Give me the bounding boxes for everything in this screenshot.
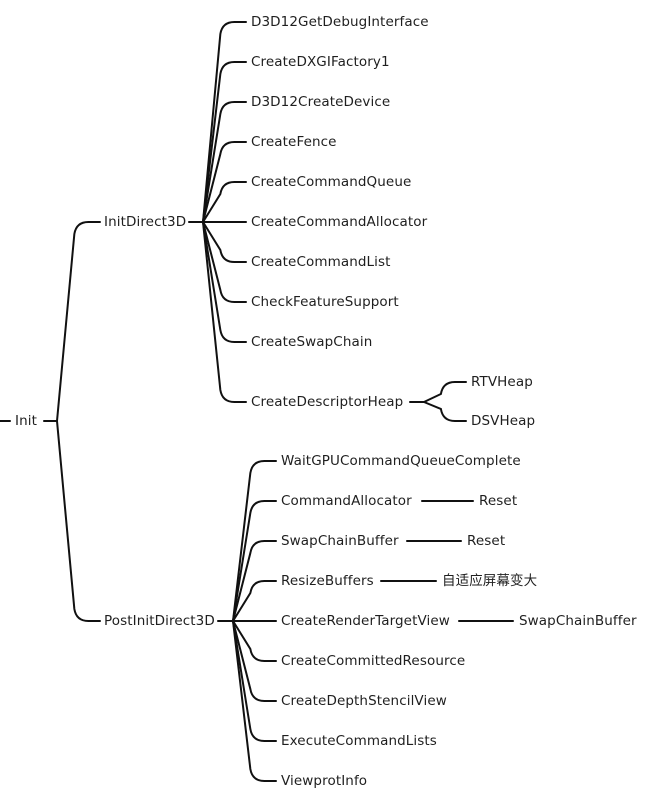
edge-initdirect3d-child-1 [202, 61, 247, 223]
node-d3d12getdebuginterface[interactable]: D3D12GetDebugInterface [251, 14, 429, 30]
edge-initdirect3d-child-6 [202, 221, 247, 263]
node-dsvheap[interactable]: DSVHeap [471, 413, 536, 429]
node-createrendertargetview[interactable]: CreateRenderTargetView [281, 613, 450, 629]
node-createdxgifactory1[interactable]: CreateDXGIFactory1 [251, 54, 390, 70]
node-commandallocator-reset[interactable]: Reset [479, 493, 518, 509]
node-createfence[interactable]: CreateFence [251, 134, 337, 150]
edge-postinit-child-0 [232, 460, 277, 622]
edge-postinit-child-3 [232, 580, 277, 622]
edge-descriptorheap-dsvheap [423, 401, 467, 422]
edge-initdirect3d-child-4 [202, 181, 247, 223]
edge-postinit-child-5 [232, 620, 277, 662]
node-viewprotinfo[interactable]: ViewprotInfo [281, 773, 368, 789]
edge-postinit-child-8 [232, 620, 277, 782]
edge-root-initdirect3d [56, 221, 101, 422]
node-resizebuffers[interactable]: ResizeBuffers [281, 573, 374, 589]
node-createcommandallocator[interactable]: CreateCommandAllocator [251, 214, 428, 230]
node-swapchainbuffer-reset[interactable]: Reset [467, 533, 506, 549]
node-createcommandqueue[interactable]: CreateCommandQueue [251, 174, 412, 190]
edge-initdirect3d-child-2 [202, 101, 247, 223]
node-rtv-swapchainbuffer[interactable]: SwapChainBuffer [519, 613, 637, 629]
node-rtvheap[interactable]: RTVHeap [471, 374, 533, 390]
edge-postinit-child-7 [232, 620, 277, 742]
node-waitgpucommandqueuecomplete[interactable]: WaitGPUCommandQueueComplete [281, 453, 521, 469]
node-d3d12createdevice[interactable]: D3D12CreateDevice [251, 94, 391, 110]
node-checkfeaturesupport[interactable]: CheckFeatureSupport [251, 294, 399, 310]
edge-initdirect3d-child-8 [202, 221, 247, 343]
edge-initdirect3d-child-7 [202, 221, 247, 303]
node-executecommandlists[interactable]: ExecuteCommandLists [281, 733, 437, 749]
edge-root-postinitdirect3d [56, 420, 101, 622]
edge-postinit-child-6 [232, 620, 277, 702]
node-createcommandlist[interactable]: CreateCommandList [251, 254, 391, 270]
node-root[interactable]: Init [15, 413, 37, 429]
node-createcommittedresource[interactable]: CreateCommittedResource [281, 653, 466, 669]
node-resizebuffers-note[interactable]: 自适应屏幕变大 [442, 573, 538, 589]
node-createdescriptorheap[interactable]: CreateDescriptorHeap [251, 394, 404, 410]
node-commandallocator[interactable]: CommandAllocator [281, 493, 412, 509]
edge-postinit-child-1 [232, 500, 277, 622]
edge-initdirect3d-child-9 [202, 221, 247, 403]
node-createdepthstencilview[interactable]: CreateDepthStencilView [281, 693, 447, 709]
edge-descriptorheap-rtvheap [423, 381, 467, 403]
edge-postinit-child-2 [232, 540, 277, 622]
node-swapchainbuffer[interactable]: SwapChainBuffer [281, 533, 399, 549]
node-createswapchain[interactable]: CreateSwapChain [251, 334, 373, 350]
edge-initdirect3d-child-3 [202, 141, 247, 223]
edge-initdirect3d-child-0 [202, 21, 247, 223]
node-initdirect3d[interactable]: InitDirect3D [104, 214, 187, 230]
node-postinitdirect3d[interactable]: PostInitDirect3D [104, 613, 215, 629]
